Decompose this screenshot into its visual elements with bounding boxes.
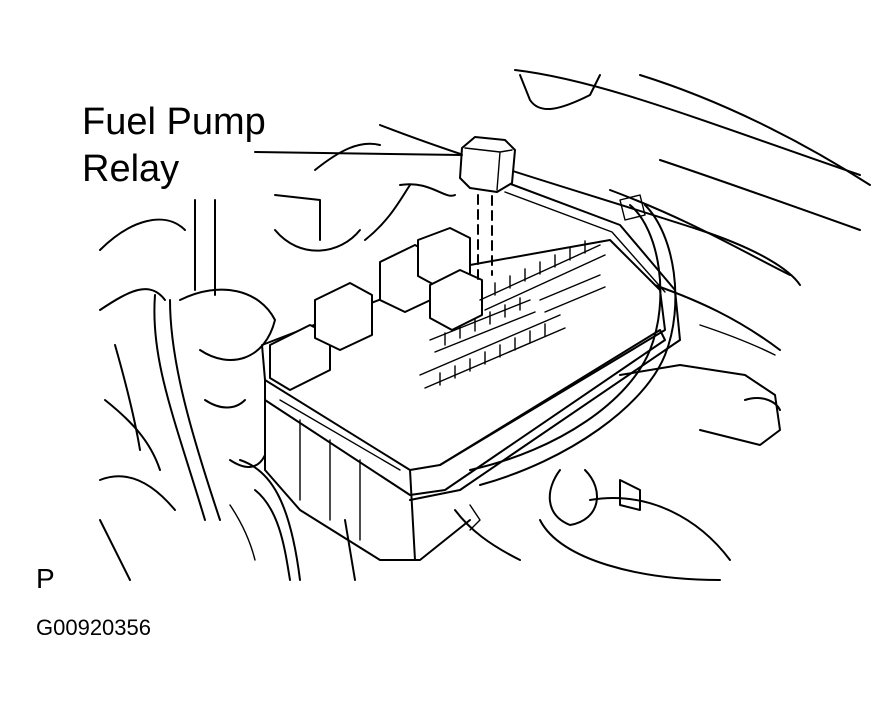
callout-label-line1: Fuel Pump <box>82 101 266 143</box>
lower-details <box>99 504 521 581</box>
right-cables <box>469 194 781 581</box>
view-code: P <box>36 563 55 594</box>
relays <box>269 227 483 391</box>
fuse-rows <box>419 240 606 389</box>
callout-label-line2: Relay <box>82 148 180 190</box>
callout-leader-line <box>254 151 463 156</box>
wire-harness <box>99 142 456 581</box>
fuel-pump-relay <box>459 136 516 281</box>
figure-id: G00920356 <box>36 615 151 640</box>
